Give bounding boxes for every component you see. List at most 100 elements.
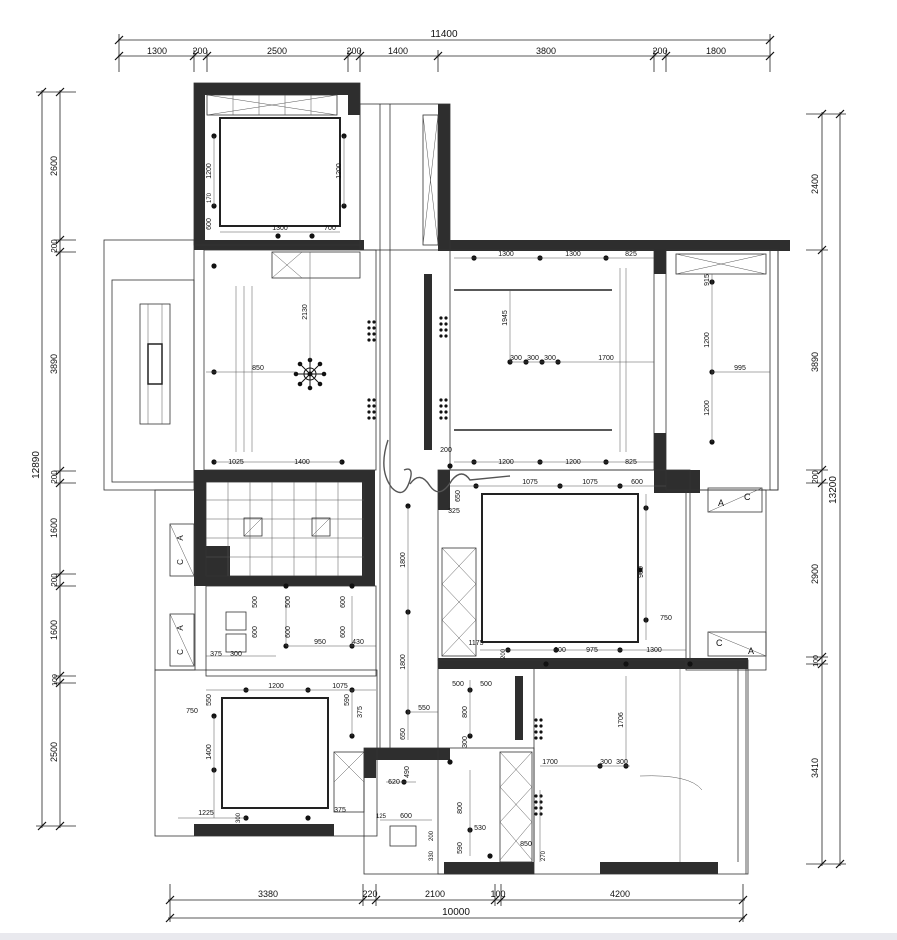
dim-kitchen-2: 500 [285, 596, 292, 608]
dim-laundry-11: 850 [520, 841, 532, 848]
dim-dining-4: 650 [455, 490, 462, 502]
bottom-dim-5: 4200 [610, 889, 630, 899]
dim-living-2: 1300 [565, 251, 581, 258]
dim-right-1: 915 [704, 274, 711, 286]
top-dim-7: 200 [652, 46, 667, 56]
dim-lounge-2: 800 [462, 706, 469, 718]
top-dim-8: 1800 [706, 46, 726, 56]
dim-kitchen-1: 500 [252, 596, 259, 608]
left-dim-2: 200 [50, 239, 59, 253]
dim-dining-2: 1075 [582, 479, 598, 486]
dim-living-5: 300 [510, 355, 522, 362]
dim-bed-1: 2130 [302, 304, 309, 320]
bottom-dim-4: 100 [490, 889, 505, 899]
dim-right-4: 1200 [704, 400, 711, 416]
signature-watermark [383, 439, 511, 494]
top-dim-6: 3800 [536, 46, 556, 56]
dim-lounge-7: 300 [616, 759, 628, 766]
dim-laundry-10: 590 [457, 842, 464, 854]
top-dim-5: 1400 [388, 46, 408, 56]
dim-bath-5: 600 [206, 218, 213, 230]
dim-laundry-3: 600 [400, 813, 412, 820]
bottom-dim-2: 220 [362, 889, 377, 899]
top-dim-4: 200 [346, 46, 361, 56]
top-dim-2: 200 [192, 46, 207, 56]
dim-dining-11: 975 [586, 647, 598, 654]
ceiling-panels [139, 117, 639, 847]
dim-lounge-1: 500 [452, 681, 464, 688]
dim-bath-1: 1200 [206, 163, 213, 179]
dim-kitchen-4: 600 [285, 626, 292, 638]
bottom-dim-1: 3380 [258, 889, 278, 899]
ac-label-5: A [176, 535, 185, 541]
top-dim-1: 1300 [147, 46, 167, 56]
dim-corridor-4: 650 [400, 728, 407, 740]
dim-living-10: 1200 [498, 459, 514, 466]
dim-corridor-2: 1800 [400, 654, 407, 670]
dim-living-7: 300 [544, 355, 556, 362]
dim-kitchen-3: 600 [252, 626, 259, 638]
left-dim-6: 200 [50, 573, 59, 587]
dim-laundry-2: 490 [404, 766, 411, 778]
bottom-total-dim: 10000 [442, 907, 470, 918]
spotlight-clusters [367, 316, 543, 816]
ac-label-6: C [176, 559, 185, 565]
dim-laundry-8: 530 [474, 825, 486, 832]
right-dim-4: 2900 [810, 564, 820, 584]
dim-living-11: 1200 [565, 459, 581, 466]
left-dim-5: 1600 [49, 518, 59, 538]
dim-bed2-6: 375 [357, 706, 364, 718]
dim-living-9: 200 [440, 447, 452, 454]
dim-kitchen-6: 600 [340, 626, 347, 638]
dim-laundry-6: 200 [429, 830, 435, 841]
top-dim-3: 2500 [267, 46, 287, 56]
dim-bed2-5: 590 [344, 694, 351, 706]
wall-outlines [103, 82, 779, 875]
dim-bed-2: 850 [252, 365, 264, 372]
ac-label-1: A [718, 498, 724, 508]
dim-bath-4: 700 [324, 225, 336, 232]
ac-label-4: A [748, 646, 754, 656]
interior-dim-lines [178, 136, 770, 862]
bottom-dimension-chain: 3380 220 2100 100 4200 10000 [165, 884, 748, 923]
dim-dining-7: 750 [660, 615, 672, 622]
dim-bed2-1: 1200 [268, 683, 284, 690]
dim-living-6: 300 [527, 355, 539, 362]
dim-lounge-4: 1706 [618, 712, 625, 728]
dim-bed2-10: 375 [334, 807, 346, 814]
dim-kitchen-9: 950 [314, 639, 326, 646]
dim-laundry-9: 500 [480, 681, 492, 688]
ac-label-2: C [744, 492, 751, 502]
left-dim-4: 200 [50, 470, 59, 484]
dim-living-4: 1945 [502, 310, 509, 326]
dim-bed2-3: 550 [206, 694, 213, 706]
dim-bath-3: 1300 [272, 225, 288, 232]
dim-laundry-12: 270 [541, 850, 547, 861]
dim-dining-8: 1175 [468, 640, 483, 647]
right-dim-6: 3410 [810, 758, 820, 778]
dim-living-8: 1700 [598, 355, 614, 362]
left-dim-8: 100 [52, 674, 59, 686]
dim-right-2: 1200 [704, 332, 711, 348]
dim-kitchen-10: 430 [352, 639, 364, 646]
dim-lounge-5: 1700 [542, 759, 558, 766]
right-dim-1: 2400 [810, 174, 820, 194]
dim-kitchen-7: 375 [210, 651, 222, 658]
dim-laundry-5: 125 [376, 814, 387, 820]
top-total-dim: 11400 [430, 29, 458, 40]
dim-bed2-4: 750 [186, 708, 198, 715]
dim-bed-3: 1025 [228, 459, 244, 466]
ac-units: A C C A A C A C [169, 487, 767, 667]
dim-corridor-3: 550 [418, 705, 430, 712]
dim-kitchen-8: 300 [230, 651, 242, 658]
dim-corridor-1: 1800 [400, 552, 407, 568]
right-dim-5: 100 [813, 655, 820, 667]
dim-bed2-9: 300 [236, 812, 242, 823]
cabinets [206, 94, 767, 863]
dim-laundry-7: 330 [429, 850, 435, 861]
dim-bed2-7: 1400 [206, 744, 213, 760]
ac-label-3: C [716, 638, 723, 648]
dim-bed2-2: 1075 [332, 683, 348, 690]
dim-lounge-3: 300 [462, 736, 469, 748]
